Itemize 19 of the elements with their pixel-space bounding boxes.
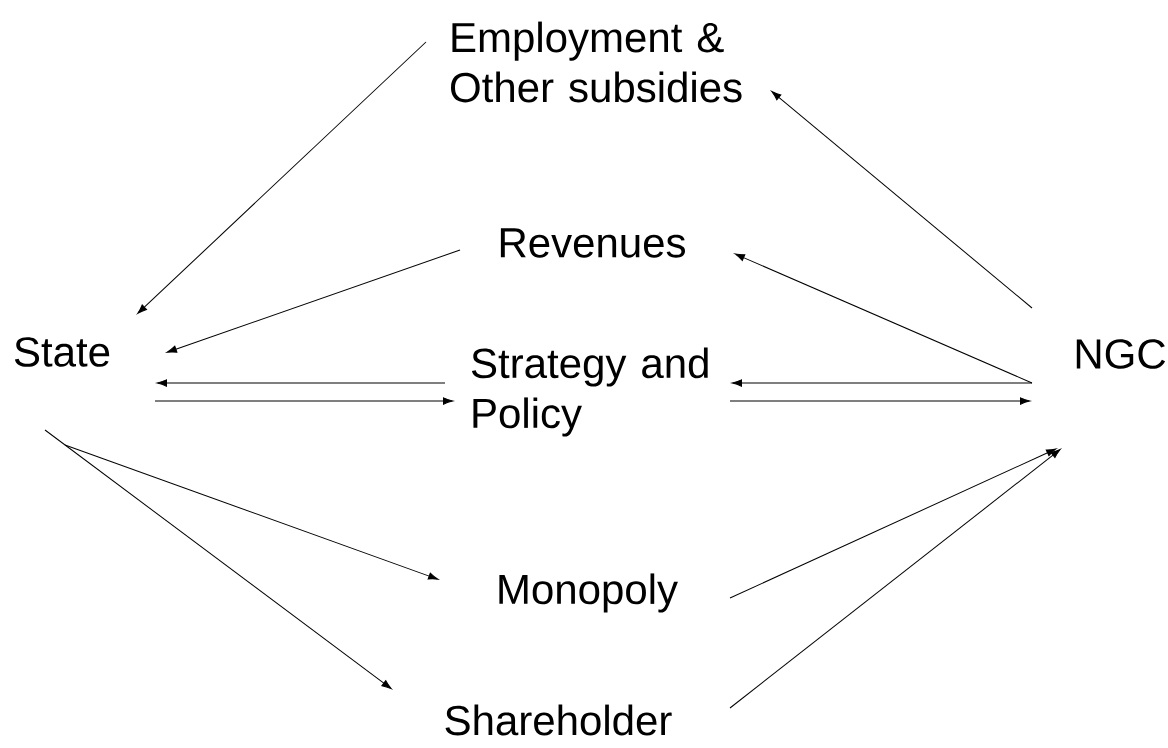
arrow	[771, 91, 1033, 309]
node-label: Monopoly	[499, 573, 678, 613]
node-label: Shareholder	[445, 704, 672, 736]
node-label: State	[14, 337, 110, 367]
arrow	[156, 379, 446, 387]
arrow	[64, 444, 439, 580]
arrow	[166, 249, 461, 353]
arrow	[154, 397, 454, 405]
node-label: Employment & Other subsidies	[451, 21, 742, 103]
arrow	[137, 41, 427, 314]
node-label: Strategy and Policy	[471, 347, 708, 437]
arrow	[729, 397, 1031, 405]
arrow	[734, 253, 1033, 384]
arrow	[729, 448, 1057, 599]
arrow	[44, 429, 392, 690]
arrow	[729, 448, 1061, 709]
arrow	[731, 379, 1033, 387]
node-label: Revenues	[500, 228, 685, 258]
node-label: NGC	[1076, 339, 1166, 369]
